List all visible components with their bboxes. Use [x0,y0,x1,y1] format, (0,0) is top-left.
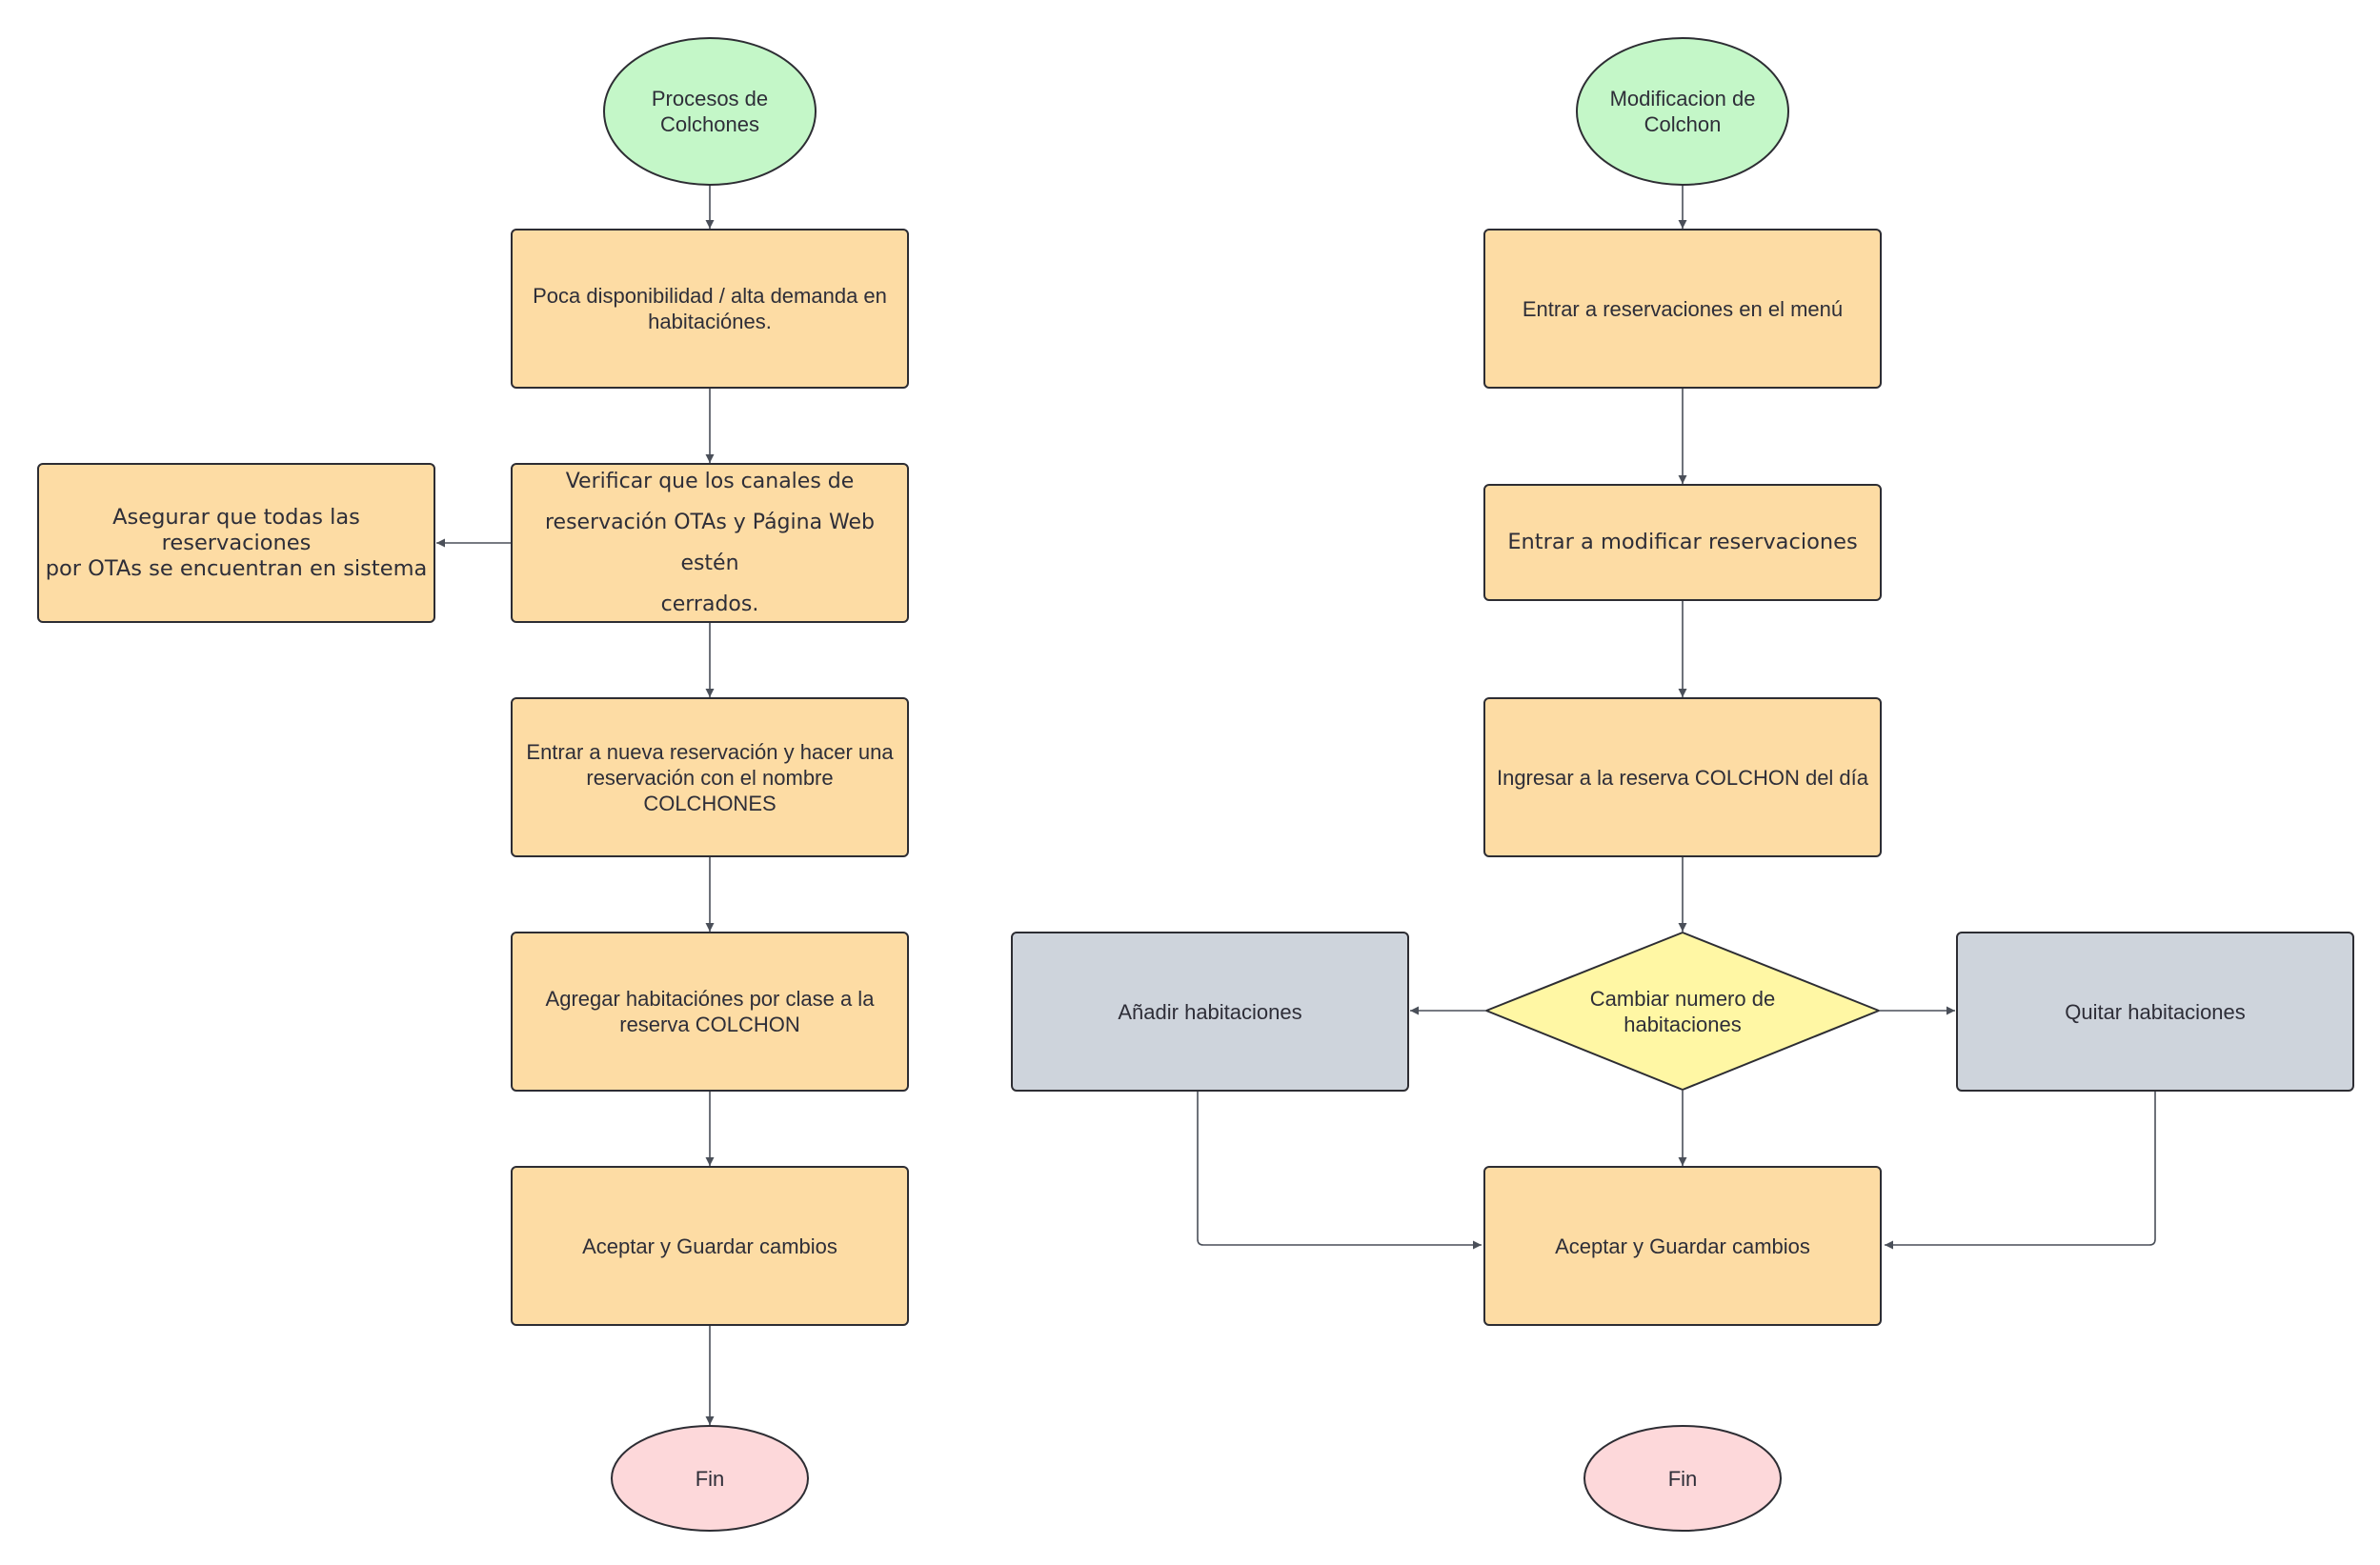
right-flow-connectors [1197,185,2156,1250]
left-step3-box [511,697,909,857]
left-end-node [611,1425,809,1532]
left-step5-box [511,1166,909,1326]
right-flow-shapes [1011,37,2354,1532]
right-step1-box [1483,229,1882,389]
right-step2-box [1483,484,1882,601]
right-remove-box [1956,932,2354,1092]
right-step4-box [1483,1166,1882,1326]
left-flow-connectors [436,185,715,1425]
connector-add-to-step4 [1197,1091,1482,1250]
right-decision-diamond [1485,932,1880,1091]
right-add-box [1011,932,1409,1092]
connector-remove-to-step4 [1885,1091,2156,1250]
right-end-node [1583,1425,1782,1532]
left-step1-box [511,229,909,389]
right-start-node [1576,37,1789,186]
left-step4-box [511,932,909,1092]
left-flow-shapes [37,37,909,1532]
left-step2-box [511,463,909,623]
left-start-node [603,37,817,186]
left-side-step-box [37,463,435,623]
right-step3-box [1483,697,1882,857]
